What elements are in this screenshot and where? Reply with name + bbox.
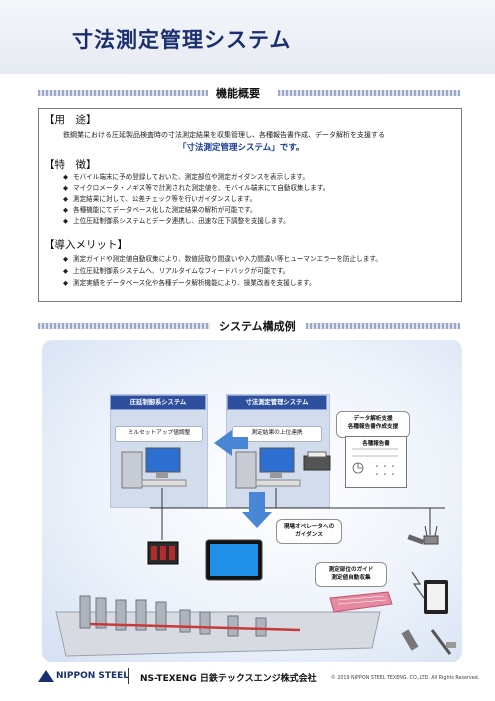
feature-item: ◆マイクロメータ・ノギス等で計測された測定値を、モバイル端末にて自動収集します。 xyxy=(63,184,330,192)
usage-text: 鉄鋼業における圧延製品検査時の寸法測定結果を収集管理し、各種報告書作成、データ解… xyxy=(63,131,385,139)
callout-analysis: データ解析支援 各種報告書作成支援 xyxy=(336,411,410,438)
usage-system-name: 「寸法測定管理システム」です。 xyxy=(178,143,305,153)
bullet-icon: ◆ xyxy=(63,206,69,214)
access-point-icon xyxy=(423,525,439,545)
merit-item: ◆測定実績をデータベース化や各種データ解析機能により、操業改善を支援します。 xyxy=(63,279,316,287)
tablet-icon xyxy=(424,580,448,614)
merits-heading: 【導入メリット】 xyxy=(44,239,128,251)
footer-divider xyxy=(128,668,129,684)
features-heading: 【特 徴】 xyxy=(44,159,97,171)
printer-icon xyxy=(303,451,331,471)
feature-item: ◆モバイル端末に予め登録しておいた、測定部位や測定ガイダンスを表示します。 xyxy=(63,173,309,181)
brand-texeng: NS-TEXENG 日鉄テックスエンジ株式会社 xyxy=(140,674,317,684)
left-function-box: ミルセットアップ値調整 xyxy=(115,426,203,442)
callout-collect: 測定部位のガイド 測定値自動収集 xyxy=(315,562,387,587)
feature-item: ◆各種機能にてデータベース化した測定結果の解析が可能です。 xyxy=(63,206,257,214)
bullet-icon: ◆ xyxy=(63,279,69,287)
section-title-overview: 機能概要 xyxy=(216,87,260,100)
brand-nippon-steel: NIPPON STEEL xyxy=(56,671,130,681)
bullet-icon: ◆ xyxy=(63,184,69,192)
report-sheet: 各種報告書 xyxy=(345,436,407,488)
usage-heading: 【用 途】 xyxy=(44,114,97,126)
copyright: © 2019 NIPPON STEEL TEXENG. CO.,LTD. All… xyxy=(331,676,480,681)
wireless-icon xyxy=(411,571,425,599)
right-system-tag: 寸法測定管理システム xyxy=(227,395,327,410)
feature-item: ◆測定結果に対して、公差チェック等を行いガイダンスします。 xyxy=(63,195,257,203)
bullet-icon: ◆ xyxy=(63,195,69,203)
page-title: 寸法測定管理システム xyxy=(72,28,292,52)
section-bar-left xyxy=(38,90,208,96)
left-system-tag: 圧延制御系システム xyxy=(110,395,206,410)
rolling-mill-icon xyxy=(55,591,393,657)
reader-icon xyxy=(407,534,425,545)
nippon-steel-logo-icon xyxy=(38,670,54,682)
monitor-icon xyxy=(205,539,263,581)
merit-item: ◆上位圧延制御系システムへ、リアルタイムなフィードバックが可能です。 xyxy=(63,267,290,275)
report-title: 各種報告書 xyxy=(362,441,390,447)
right-pc-icon xyxy=(235,447,301,489)
overview-box xyxy=(38,108,462,302)
control-unit-icon xyxy=(147,541,179,565)
micrometer-icon xyxy=(401,629,419,651)
bullet-icon: ◆ xyxy=(63,267,69,275)
bullet-icon: ◆ xyxy=(63,255,69,263)
bullet-icon: ◆ xyxy=(63,217,69,225)
caliper-icon xyxy=(430,629,456,655)
callout-guidance: 現場オペレータへの ガイダンス xyxy=(276,519,342,544)
merit-item: ◆測定ガイドや測定値自動収集により、数値読取り間違いや入力間違い等ヒューマンエラ… xyxy=(63,255,382,263)
right-function-box: 測定結果の上位連携 xyxy=(232,426,322,442)
feature-item: ◆上位圧延制御系システムとデータ連携し、迅速な圧下調整を支援します。 xyxy=(63,217,290,225)
down-arrow-icon xyxy=(242,492,272,528)
section-bar-right xyxy=(278,90,460,96)
section-bar-right xyxy=(306,323,460,329)
left-arrow-icon xyxy=(214,430,248,456)
section-bar-left xyxy=(38,323,210,329)
section-title-config: システム構成例 xyxy=(219,320,296,333)
bullet-icon: ◆ xyxy=(63,173,69,181)
left-pc-icon xyxy=(121,447,187,489)
report-content-icon xyxy=(352,448,398,475)
title-banner: 寸法測定管理システム xyxy=(0,0,495,74)
